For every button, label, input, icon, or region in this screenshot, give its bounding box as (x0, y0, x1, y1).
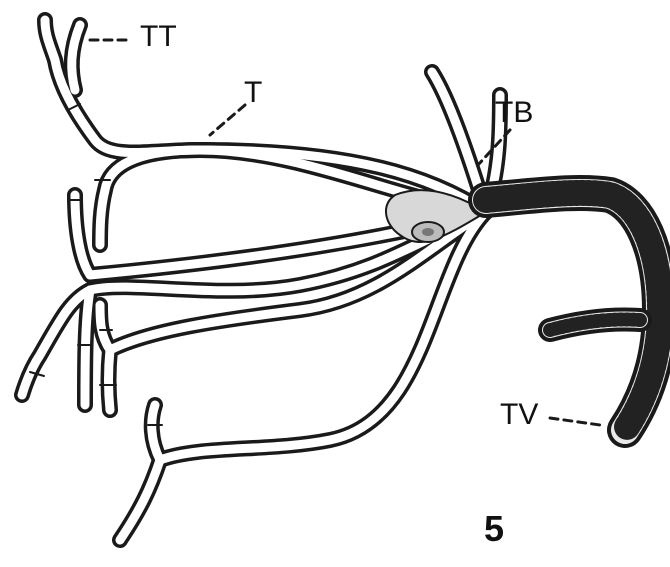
label-tb: TB (495, 98, 533, 128)
trachea-tube (486, 193, 660, 430)
label-tv: TV (500, 400, 538, 430)
label-t: T (244, 78, 262, 108)
figure-number: 5 (484, 511, 504, 547)
label-tt: TT (140, 22, 177, 52)
